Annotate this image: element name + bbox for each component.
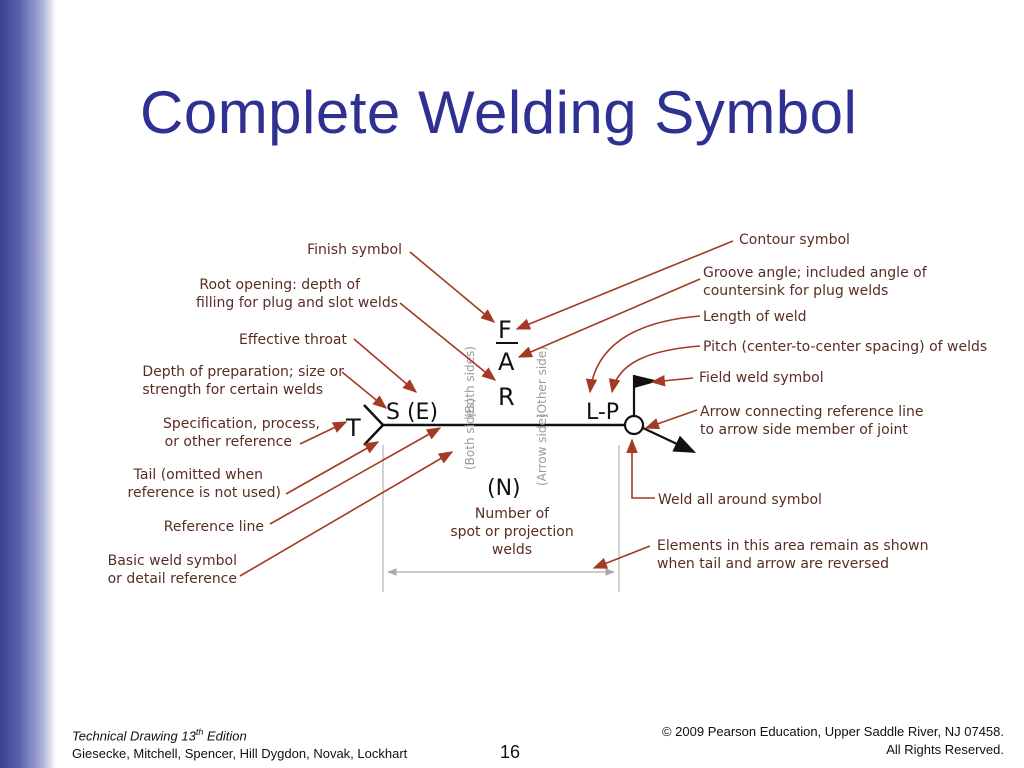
label-number-spot-3: welds [492,542,532,558]
label-root-opening-2: filling for plug and slot welds [196,295,398,311]
label-root-opening-1: Root opening: depth of [199,277,361,293]
note-other-side: (Other side) [535,346,549,418]
tail-upper [363,404,384,426]
symbol-n: (N) [487,476,521,501]
label-finish-symbol: Finish symbol [307,242,402,258]
leader-basic-weld [239,451,454,577]
leader-effective-throat [353,338,418,393]
label-depth-preparation-2: strength for certain welds [142,382,323,398]
leader-groove-angle [517,278,701,358]
leader-reference-line [269,427,442,525]
weld-symbol-lines [363,342,696,453]
symbol-l-p: L-P [586,400,619,425]
label-groove-angle-1: Groove angle; included angle of [703,265,928,281]
note-both-sides-lower: (Both sides) [463,398,477,470]
label-reference-line: Reference line [164,519,264,535]
symbol-s-e: S (E) [386,400,438,425]
note-arrow-side: (Arrow side) [535,413,549,486]
label-weld-all-around: Weld all around symbol [658,492,822,508]
label-effective-throat: Effective throat [239,332,347,348]
label-tail-2: reference is not used) [128,485,281,501]
label-contour-symbol: Contour symbol [739,232,850,248]
label-specification-2: or other reference [165,434,292,450]
label-tail-1: Tail (omitted when [133,467,263,483]
footer-copyright: © 2009 Pearson Education, Upper Saddle R… [662,723,1004,759]
label-basic-weld-2: or detail reference [108,571,237,587]
leader-elements-area [592,545,651,569]
label-field-weld: Field weld symbol [699,370,824,386]
label-specification-1: Specification, process, [163,416,320,432]
label-arrow-connecting-1: Arrow connecting reference line [700,404,923,420]
leader-weld-all-around [626,438,655,499]
label-pitch: Pitch (center-to-center spacing) of weld… [703,339,987,355]
leader-length-of-weld [585,315,701,394]
footer-copyright-line: © 2009 Pearson Education, Upper Saddle R… [661,724,1004,739]
leader-field-weld [650,375,694,387]
arrow-line [642,427,696,453]
tail-lower [363,424,384,446]
leader-arrow-connecting [644,409,698,430]
leader-contour-symbol [515,240,734,330]
page-number: 16 [500,742,521,762]
footer-book-info: Technical Drawing 13th Edition Giesecke,… [72,723,407,763]
leader-root-opening [399,302,497,381]
symbol-r: R [498,383,515,411]
label-elements-area-1: Elements in this area remain as shown [657,538,928,554]
footer-authors: Giesecke, Mitchell, Spencer, Hill Dygdon… [72,746,408,762]
leader-finish-symbol [409,251,496,323]
footer-rights-line: All Rights Reserved. [886,742,1004,757]
symbol-f: F [498,316,512,344]
leader-specification [299,421,348,445]
leader-tail [285,441,380,495]
slide-side-bar [0,0,56,768]
symbol-t: T [345,414,361,442]
label-groove-angle-2: countersink for plug welds [703,283,888,299]
label-length-of-weld: Length of weld [703,309,807,325]
note-both-sides-upper: (Both sides) [463,346,477,418]
weld-all-around-circle [623,414,645,436]
symbol-a: A [498,348,515,376]
leader-depth-preparation [341,371,388,409]
label-arrow-connecting-2: to arrow side member of joint [700,422,908,438]
field-weld-flag-icon [634,375,659,388]
slide-title: Complete Welding Symbol [140,79,858,146]
label-basic-weld-1: Basic weld symbol [108,553,237,569]
reversal-area-guides [382,445,620,592]
label-elements-area-2: when tail and arrow are reversed [657,556,889,572]
leader-arrows [239,240,734,577]
leader-pitch [608,345,701,394]
label-depth-preparation-1: Depth of preparation; size or [142,364,344,380]
label-number-spot-2: spot or projection [450,524,573,540]
label-number-spot-1: Number of [475,506,550,522]
footer-book-title: Technical Drawing 13th Edition [72,727,247,744]
